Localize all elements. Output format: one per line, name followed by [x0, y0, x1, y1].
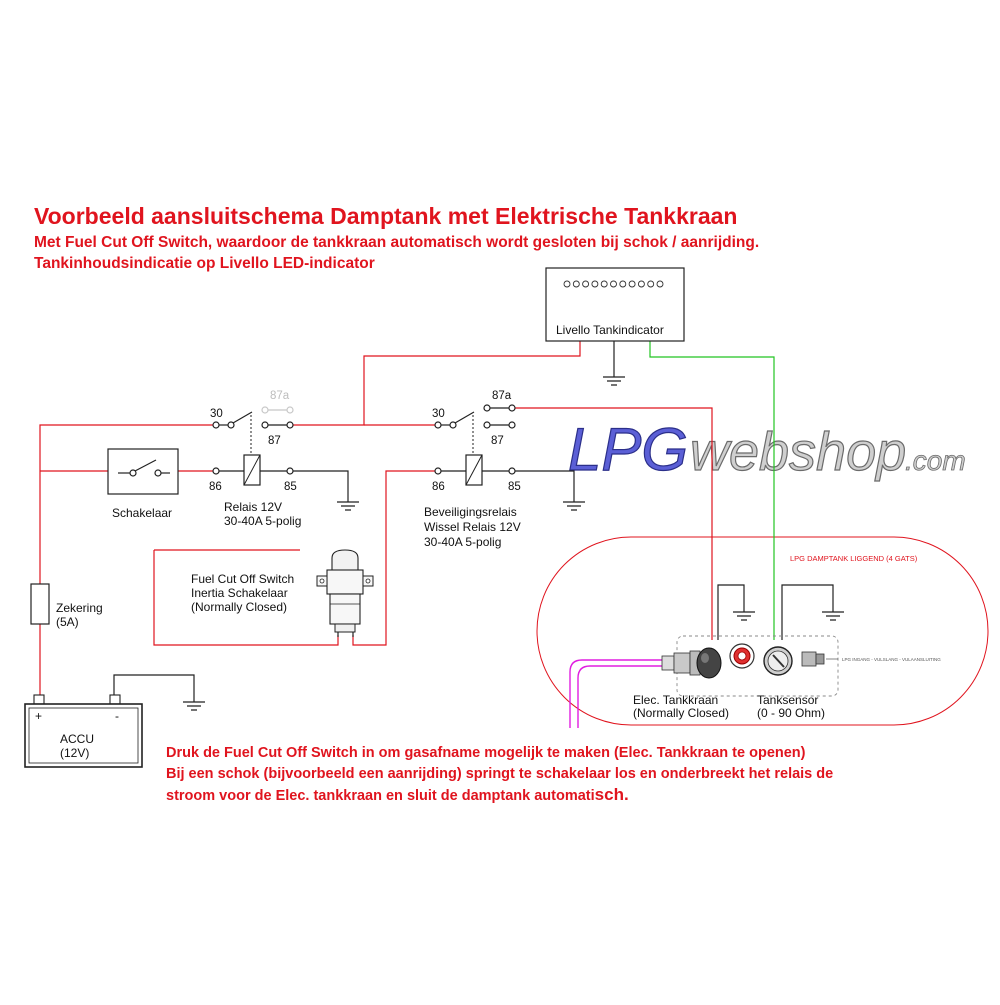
toggle-switch: Schakelaar [107, 448, 179, 520]
sensor-label-1: Tanksensor [757, 693, 818, 707]
switch-label: Schakelaar [112, 506, 172, 520]
note-line-1: Druk de Fuel Cut Off Switch in om gasafn… [166, 745, 806, 761]
fuel-cut-off-switch: Fuel Cut Off Switch Inertia Schakelaar (… [191, 549, 374, 637]
relay-2-label-3: 30-40A 5-polig [424, 535, 501, 549]
indicator-led [591, 280, 599, 288]
fuse-label-2: (5A) [56, 615, 79, 629]
relay-2-pin-30: 30 [432, 408, 445, 420]
indicator-label: Livello Tankindicator [556, 323, 664, 337]
fuel-cut-label-2: Inertia Schakelaar [191, 586, 288, 600]
note-line-3a: stroom voor de Elec. tankkraan en sluit … [166, 788, 595, 804]
electric-valve [661, 647, 722, 679]
relay-2: 30 87a 87 86 85 Beveiligingsrelais Wisse… [424, 390, 521, 549]
diagram-subtitle-1: Met Fuel Cut Off Switch, waardoor de tan… [34, 234, 759, 251]
note-line-3: stroom voor de Elec. tankkraan en sluit … [166, 785, 629, 804]
tank-outline [536, 536, 989, 726]
relay-1-label-1: Relais 12V [224, 500, 282, 514]
relay-2-label-2: Wissel Relais 12V [424, 520, 521, 534]
tank-label: LPG DAMPTANK LIGGEND (4 GATS) [790, 554, 918, 563]
tank-sensor [763, 646, 793, 676]
note-line-2: Bij een schok (bijvoorbeeld een aanrijdi… [166, 766, 833, 782]
sensor-label-2: (0 - 90 Ohm) [757, 706, 825, 720]
indicator-led [582, 280, 590, 288]
battery-plus: + [35, 709, 42, 723]
relay-1-pin-86: 86 [209, 481, 222, 493]
green-wires [649, 341, 775, 640]
indicator-led [610, 280, 617, 288]
tank-side-label: LPG INGANG - VULSLANG - VULAANSLUITING [842, 657, 941, 662]
fuel-cut-label-1: Fuel Cut Off Switch [191, 572, 294, 586]
fuse: Zekering (5A) [30, 583, 103, 629]
indicator-led [600, 280, 608, 288]
ground-wires [113, 341, 844, 711]
indicator-led [628, 280, 636, 288]
battery-label-1: ACCU [60, 732, 94, 746]
diagram-subtitle-2: Tankinhoudsindicatie op Livello LED-indi… [34, 255, 375, 272]
indicator-led [647, 280, 655, 288]
note-line-3b: sch. [595, 785, 629, 804]
center-port [729, 643, 755, 669]
indicator-led [572, 280, 580, 288]
red-wires [39, 341, 713, 700]
indicator-led [656, 280, 664, 288]
indicator-led [619, 280, 627, 288]
lpg-hose [569, 659, 668, 728]
watermark-logo: LPG webshop .com [567, 415, 966, 483]
relay-1-pin-87a: 87a [270, 390, 290, 402]
valve-label-2: (Normally Closed) [633, 706, 729, 720]
relay-2-pin-87a: 87a [492, 390, 512, 402]
valve-label-1: Elec. Tankkraan [633, 693, 718, 707]
fuel-cut-label-3: (Normally Closed) [191, 600, 287, 614]
indicator-led [637, 280, 645, 288]
relay-2-label-1: Beveiligingsrelais [424, 505, 517, 519]
watermark-part-1: LPG [568, 416, 688, 483]
relay-2-pin-85: 85 [508, 481, 521, 493]
relay-1: 30 87a 87 86 85 Relais 12V 30-40A 5-poli… [209, 390, 301, 528]
relay-2-pin-87: 87 [491, 435, 504, 447]
relay-1-label-2: 30-40A 5-polig [224, 514, 301, 528]
relay-1-pin-87: 87 [268, 435, 281, 447]
fuse-label-1: Zekering [56, 601, 103, 615]
battery: + - ACCU (12V) [24, 694, 143, 768]
switch-housing [107, 448, 179, 495]
livello-indicator: Livello Tankindicator [545, 267, 685, 342]
fuse-body [30, 583, 50, 625]
indicator-housing [545, 267, 685, 342]
tank-fittings: LPG INGANG - VULSLANG - VULAANSLUITING [661, 635, 941, 697]
watermark-part-2: webshop [690, 422, 906, 482]
indicator-led-row [563, 280, 664, 288]
battery-label-2: (12V) [60, 746, 89, 760]
relay-1-pin-30: 30 [210, 408, 223, 420]
battery-minus: - [115, 709, 119, 723]
diagram-title: Voorbeeld aansluitschema Damptank met El… [34, 203, 737, 229]
relay-2-pin-86: 86 [432, 481, 445, 493]
indicator-led [563, 280, 571, 288]
fill-connection [801, 651, 838, 667]
relay-1-pin-85: 85 [284, 481, 297, 493]
watermark-part-3: .com [905, 445, 966, 476]
